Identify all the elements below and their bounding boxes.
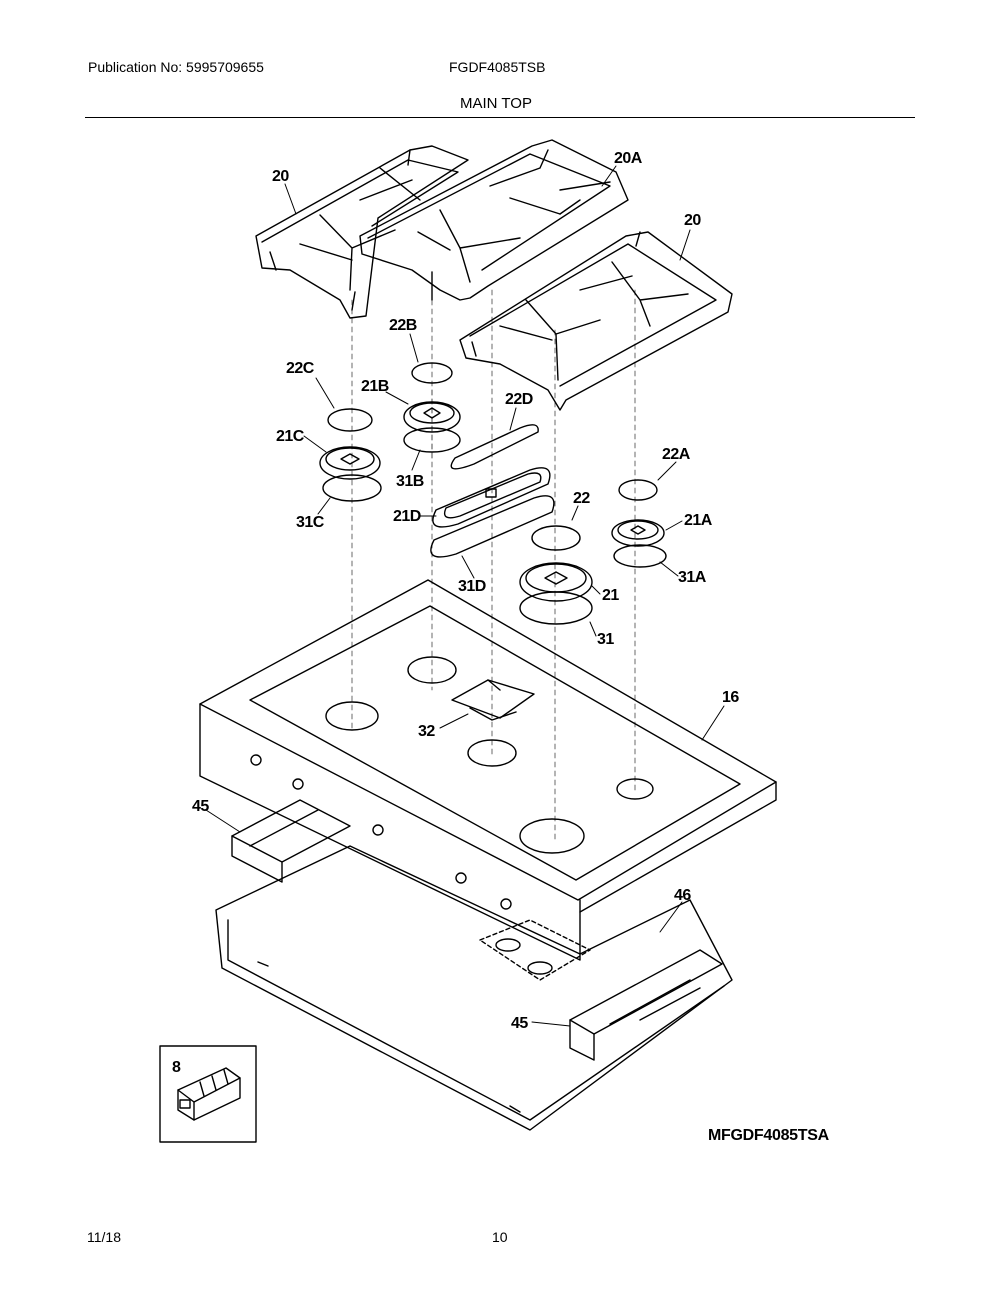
callout-20A: 20A bbox=[614, 150, 643, 167]
callout-45-right: 45 bbox=[511, 1015, 528, 1032]
footer-date: 11/18 bbox=[87, 1229, 121, 1245]
callout-31A: 31A bbox=[678, 569, 707, 586]
spark-module-32 bbox=[451, 679, 535, 721]
cap-22C bbox=[327, 408, 373, 432]
callout-22B: 22B bbox=[389, 317, 417, 334]
ring-31C bbox=[322, 474, 382, 502]
callout-20-left: 20 bbox=[272, 168, 289, 185]
burner-21C bbox=[319, 446, 381, 480]
callout-20-right: 20 bbox=[684, 212, 701, 229]
burner-21B bbox=[403, 401, 461, 433]
bottom-pan-46 bbox=[215, 845, 733, 1131]
leader-lines bbox=[205, 165, 725, 1027]
callout-21: 21 bbox=[602, 587, 619, 604]
cap-22D bbox=[450, 424, 539, 470]
callout-22D: 22D bbox=[505, 391, 533, 408]
alignment-lines bbox=[351, 289, 636, 841]
callout-21A: 21A bbox=[684, 512, 713, 529]
ring-31B bbox=[403, 427, 461, 453]
burner-21D bbox=[432, 467, 551, 528]
footer-page-number: 10 bbox=[492, 1229, 508, 1245]
burner-21A bbox=[611, 519, 665, 547]
callout-31: 31 bbox=[597, 631, 614, 648]
callout-46: 46 bbox=[674, 887, 691, 904]
callout-32: 32 bbox=[418, 723, 435, 740]
publication-number: Publication No: 5995709655 bbox=[88, 59, 264, 75]
callout-31C: 31C bbox=[296, 514, 325, 531]
callout-16: 16 bbox=[722, 689, 739, 706]
header-rule bbox=[85, 117, 915, 118]
callout-31D: 31D bbox=[458, 578, 486, 595]
cap-22A bbox=[618, 479, 658, 501]
callout-31B: 31B bbox=[396, 473, 424, 490]
cap-22B bbox=[411, 362, 453, 384]
callout-21D: 21D bbox=[393, 508, 421, 525]
grate-right bbox=[459, 231, 733, 411]
grate-left bbox=[255, 145, 469, 319]
burner-21 bbox=[519, 562, 593, 602]
callout-22A: 22A bbox=[662, 446, 691, 463]
ring-31A bbox=[613, 544, 667, 568]
drawing-code: MFGDF4085TSA bbox=[708, 1127, 829, 1144]
ring-31D bbox=[430, 495, 555, 558]
grate-center bbox=[359, 139, 629, 301]
callout-21C: 21C bbox=[276, 428, 305, 445]
main-top-16 bbox=[199, 579, 777, 961]
callout-22C: 22C bbox=[286, 360, 315, 377]
model-number: FGDF4085TSB bbox=[449, 59, 546, 75]
callout-22: 22 bbox=[573, 490, 590, 507]
section-title: MAIN TOP bbox=[460, 95, 532, 112]
callout-21B: 21B bbox=[361, 378, 389, 395]
ring-31 bbox=[519, 591, 593, 625]
callout-8: 8 bbox=[172, 1059, 181, 1076]
callout-45-left: 45 bbox=[192, 798, 209, 815]
inset-part-8 bbox=[159, 1045, 257, 1143]
cap-22 bbox=[531, 525, 581, 551]
bracket-45-left bbox=[231, 799, 351, 883]
bracket-45-right bbox=[569, 949, 723, 1061]
